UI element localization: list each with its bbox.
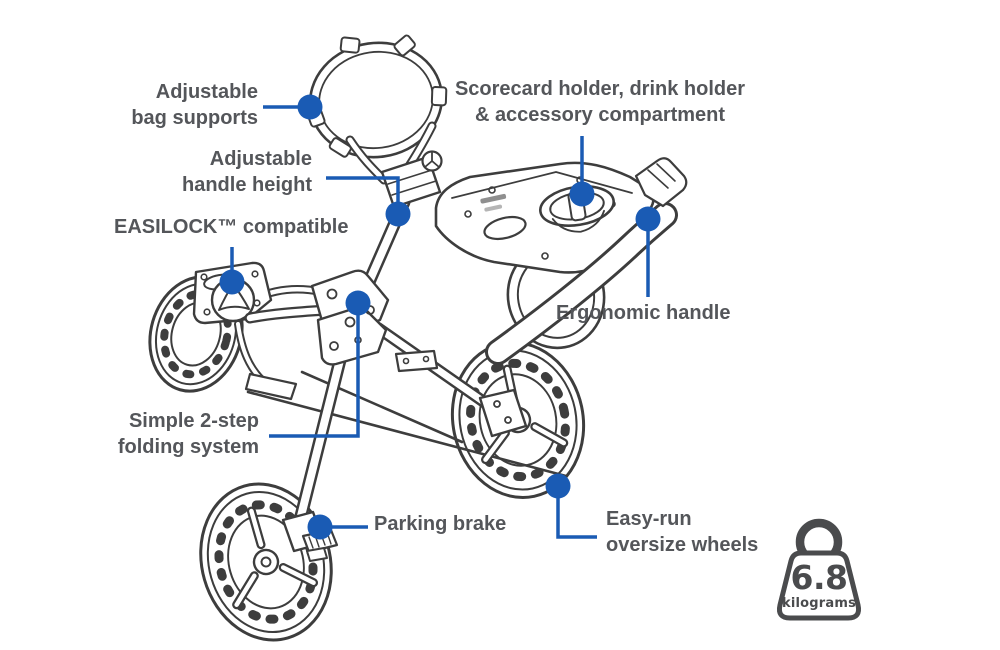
callout-dot-easilock (219, 269, 245, 295)
label-adjustable-bag-supports: Adjustable bag supports (131, 81, 258, 129)
callout-dot-handle-height (385, 201, 411, 227)
weight-badge: 6.8 kilograms (766, 512, 872, 624)
callout-dot-oversize-wheels (545, 473, 571, 499)
callout-dot-parking-brake (307, 514, 333, 540)
callout-dot-ergonomic-handle (635, 206, 661, 232)
axle-brace-line (246, 390, 568, 478)
callout-lines (230, 105, 650, 539)
label-easilock-compatible: EASILOCK™ compatible (114, 216, 349, 238)
weight-value: 6.8 (790, 558, 848, 597)
label-parking-brake: Parking brake (374, 513, 507, 535)
weight-kettlebell-icon (777, 518, 861, 621)
callout-dot-bag-supports (297, 94, 323, 120)
folding-joint (310, 269, 439, 373)
label-oversize-wheels: Easy-run oversize wheels (606, 508, 759, 556)
label-folding-system: Simple 2-step folding system (117, 410, 259, 458)
label-scorecard-holder: Scorecard holder, drink holder & accesso… (454, 78, 746, 126)
label-ergonomic-handle: Ergonomic handle (556, 302, 731, 324)
weight-unit: kilograms (781, 596, 857, 611)
callout-dot-folding-system (345, 290, 371, 316)
callout-dot-scorecard (569, 181, 595, 207)
label-adjustable-handle-height: Adjustable handle height (182, 148, 312, 196)
